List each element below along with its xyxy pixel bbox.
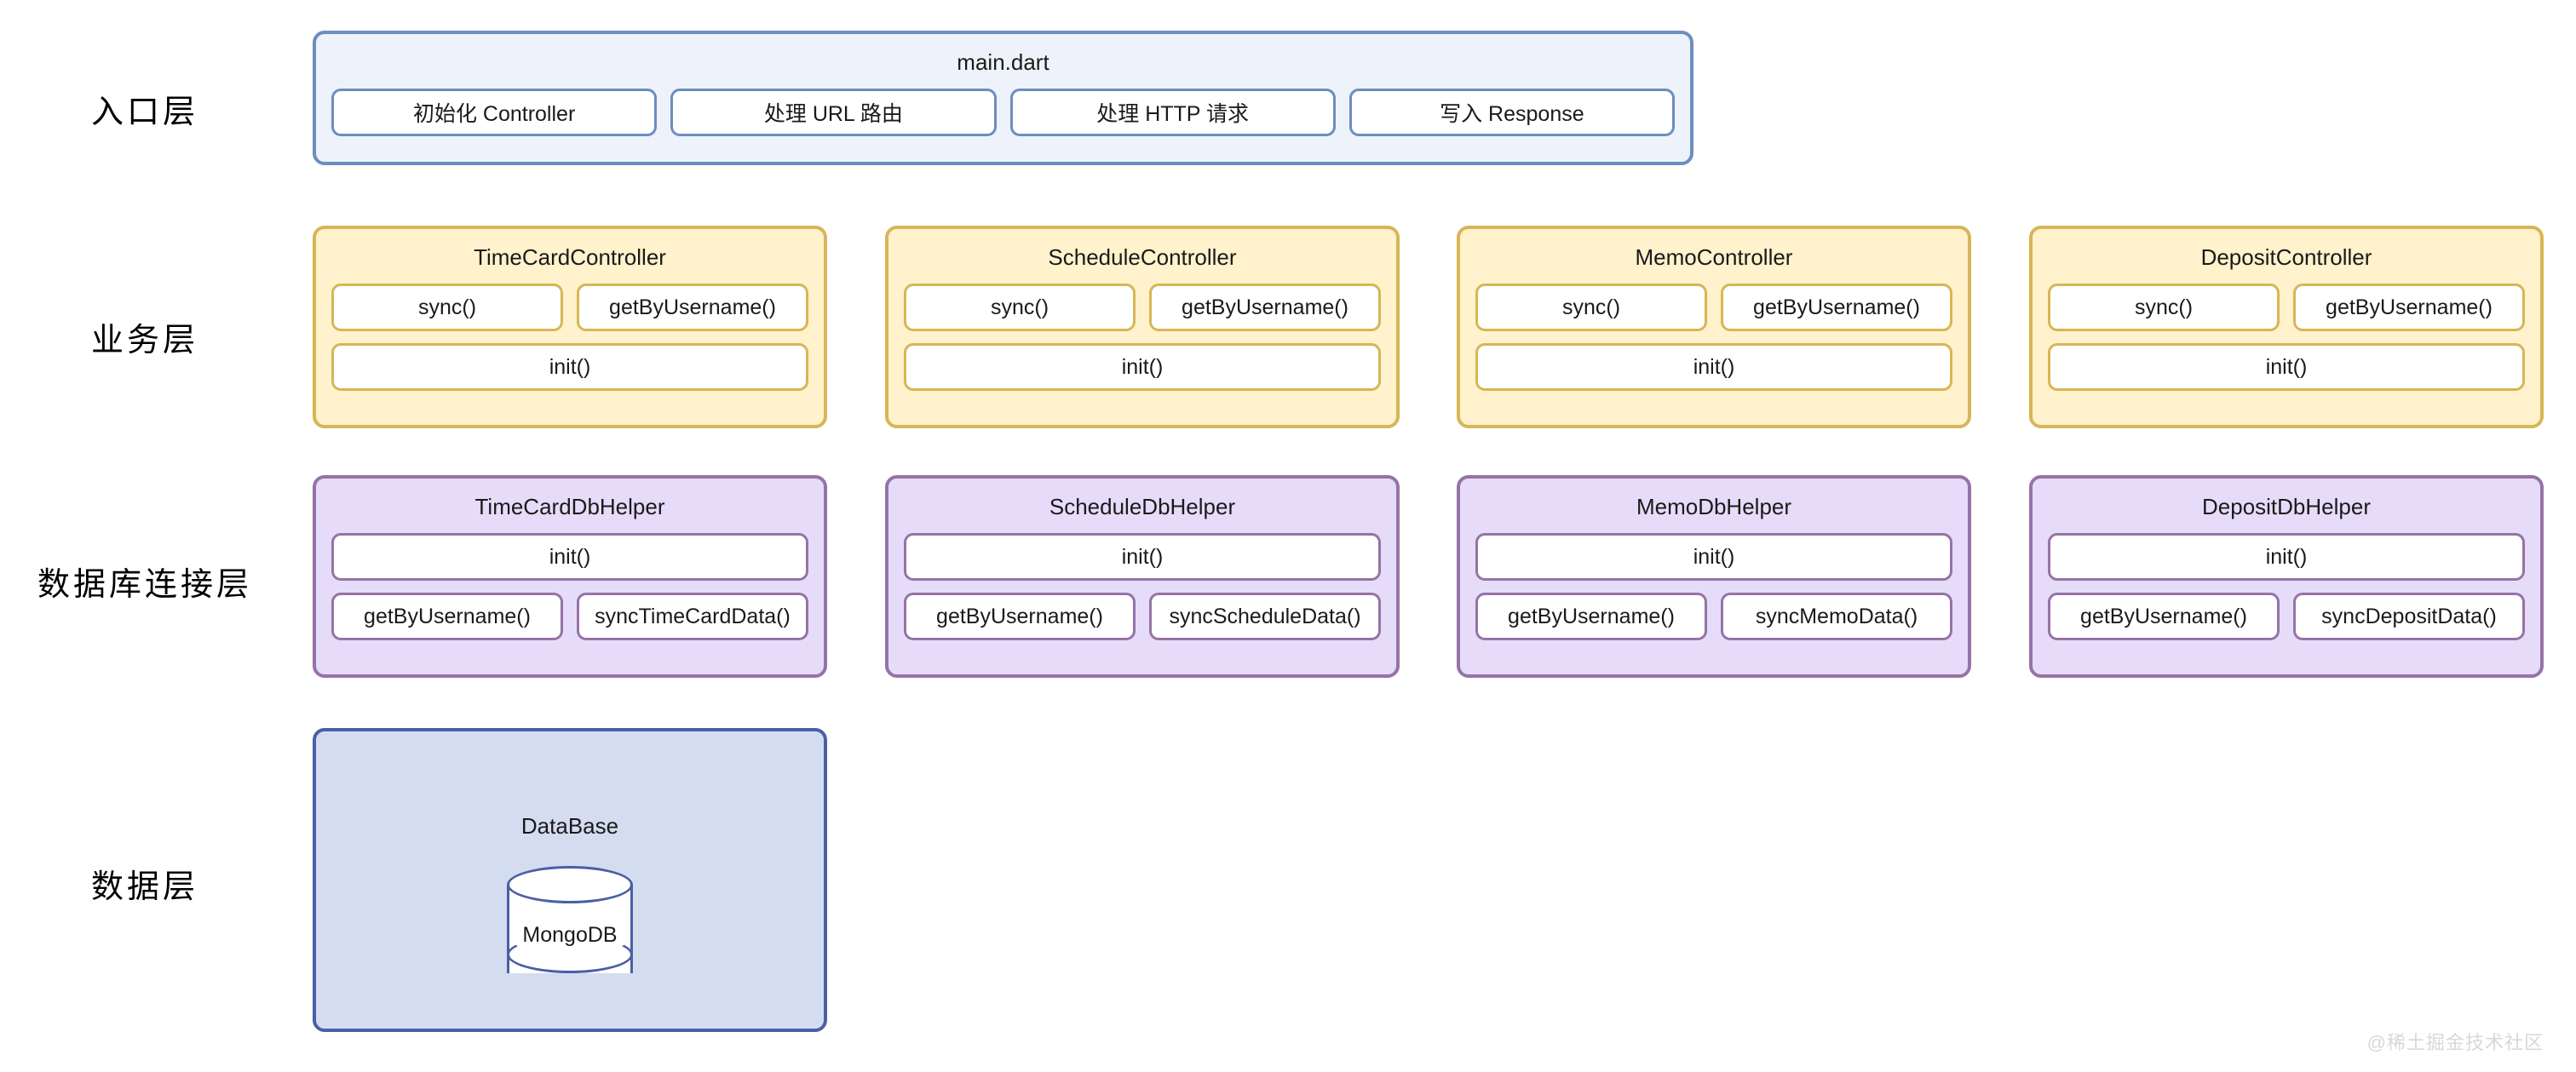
controller-row1-timecard: sync() getByUsername() bbox=[316, 284, 824, 331]
dbhelper-method-init-timecard[interactable]: init() bbox=[331, 533, 808, 581]
dbhelper-method-init-deposit[interactable]: init() bbox=[2048, 533, 2525, 581]
controller-title-schedule: ScheduleController bbox=[1048, 244, 1237, 270]
dbhelper-row2-schedule: getByUsername() syncScheduleData() bbox=[888, 593, 1396, 640]
layer-label-db-connection: 数据库连接层 bbox=[37, 567, 252, 603]
dbhelper-row1-memo: init() bbox=[1460, 533, 1968, 581]
mongodb-label: MongoDB bbox=[522, 922, 618, 947]
dbhelper-method-getbyusername-memo[interactable]: getByUsername() bbox=[1475, 593, 1707, 640]
controller-method-init-deposit[interactable]: init() bbox=[2048, 343, 2525, 391]
dbhelper-row1-schedule: init() bbox=[888, 533, 1396, 581]
entry-item-init-controller[interactable]: 初始化 Controller bbox=[331, 89, 658, 136]
dbhelper-method-init-memo[interactable]: init() bbox=[1475, 533, 1952, 581]
dbhelper-method-getbyusername-schedule[interactable]: getByUsername() bbox=[904, 593, 1136, 640]
controller-method-init-schedule[interactable]: init() bbox=[904, 343, 1381, 391]
entry-item-write-response[interactable]: 写入 Response bbox=[1348, 89, 1675, 136]
controller-row2-deposit: init() bbox=[2033, 343, 2540, 391]
controller-method-sync-memo[interactable]: sync() bbox=[1475, 284, 1707, 331]
dbhelper-card-timecard: TimeCardDbHelper init() getByUsername() … bbox=[313, 475, 827, 678]
dbhelper-card-schedule: ScheduleDbHelper init() getByUsername() … bbox=[885, 475, 1400, 678]
controller-method-getbyusername-deposit[interactable]: getByUsername() bbox=[2293, 284, 2525, 331]
layer-label-entry: 入口层 bbox=[90, 95, 198, 130]
dbhelper-method-syncscheduledata[interactable]: syncScheduleData() bbox=[1149, 593, 1381, 640]
controller-title-timecard: TimeCardController bbox=[474, 244, 666, 270]
dbhelper-card-memo: MemoDbHelper init() getByUsername() sync… bbox=[1457, 475, 1971, 678]
dbhelper-method-getbyusername-timecard[interactable]: getByUsername() bbox=[331, 593, 563, 640]
cylinder-top-ellipse bbox=[507, 866, 633, 903]
entry-box-title: main.dart bbox=[957, 49, 1049, 75]
dbhelper-method-synctimecarddata[interactable]: syncTimeCardData() bbox=[577, 593, 808, 640]
controller-row1-schedule: sync() getByUsername() bbox=[888, 284, 1396, 331]
dbhelper-row2-timecard: getByUsername() syncTimeCardData() bbox=[316, 593, 824, 640]
dbhelper-method-getbyusername-deposit[interactable]: getByUsername() bbox=[2048, 593, 2280, 640]
controller-row1-deposit: sync() getByUsername() bbox=[2033, 284, 2540, 331]
dbhelper-method-init-schedule[interactable]: init() bbox=[904, 533, 1381, 581]
controller-method-init-memo[interactable]: init() bbox=[1475, 343, 1952, 391]
dbhelper-title-deposit: DepositDbHelper bbox=[2202, 494, 2371, 519]
controller-method-init-timecard[interactable]: init() bbox=[331, 343, 808, 391]
controller-row2-schedule: init() bbox=[888, 343, 1396, 391]
entry-item-http-request[interactable]: 处理 HTTP 请求 bbox=[1009, 89, 1336, 136]
controller-row2-memo: init() bbox=[1460, 343, 1968, 391]
entry-box-items: 初始化 Controller 处理 URL 路由 处理 HTTP 请求 写入 R… bbox=[316, 89, 1690, 136]
controller-row2-timecard: init() bbox=[316, 343, 824, 391]
dbhelper-row2-memo: getByUsername() syncMemoData() bbox=[1460, 593, 1968, 640]
dbhelper-row2-deposit: getByUsername() syncDepositData() bbox=[2033, 593, 2540, 640]
dbhelper-card-deposit: DepositDbHelper init() getByUsername() s… bbox=[2029, 475, 2544, 678]
mongodb-cylinder-icon: MongoDB bbox=[507, 866, 633, 992]
controller-card-timecard: TimeCardController sync() getByUsername(… bbox=[313, 226, 827, 428]
data-layer-database-box: DataBase MongoDB bbox=[313, 728, 827, 1032]
controller-method-getbyusername-memo[interactable]: getByUsername() bbox=[1721, 284, 1952, 331]
controller-card-memo: MemoController sync() getByUsername() in… bbox=[1457, 226, 1971, 428]
controller-card-schedule: ScheduleController sync() getByUsername(… bbox=[885, 226, 1400, 428]
controller-title-memo: MemoController bbox=[1635, 244, 1793, 270]
watermark: @稀土掘金技术社区 bbox=[2366, 1032, 2544, 1053]
entry-layer-main-dart-box: main.dart 初始化 Controller 处理 URL 路由 处理 HT… bbox=[313, 31, 1693, 165]
controller-method-sync-schedule[interactable]: sync() bbox=[904, 284, 1136, 331]
controller-title-deposit: DepositController bbox=[2200, 244, 2372, 270]
entry-item-url-routing[interactable]: 处理 URL 路由 bbox=[670, 89, 997, 136]
dbhelper-method-syncdepositdata[interactable]: syncDepositData() bbox=[2293, 593, 2525, 640]
layer-label-data: 数据层 bbox=[90, 869, 198, 905]
dbhelper-title-memo: MemoDbHelper bbox=[1636, 494, 1792, 519]
dbhelper-method-syncmemodata[interactable]: syncMemoData() bbox=[1721, 593, 1952, 640]
controller-method-getbyusername-timecard[interactable]: getByUsername() bbox=[577, 284, 808, 331]
data-layer-title: DataBase bbox=[520, 813, 619, 839]
cylinder-bottom-ellipse bbox=[507, 936, 633, 973]
layer-label-business: 业务层 bbox=[90, 323, 198, 358]
dbhelper-title-schedule: ScheduleDbHelper bbox=[1049, 494, 1236, 519]
dbhelper-row1-deposit: init() bbox=[2033, 533, 2540, 581]
controller-method-sync-deposit[interactable]: sync() bbox=[2048, 284, 2280, 331]
controller-method-sync-timecard[interactable]: sync() bbox=[331, 284, 563, 331]
dbhelper-row1-timecard: init() bbox=[316, 533, 824, 581]
controller-method-getbyusername-schedule[interactable]: getByUsername() bbox=[1149, 284, 1381, 331]
controller-card-deposit: DepositController sync() getByUsername()… bbox=[2029, 226, 2544, 428]
controller-row1-memo: sync() getByUsername() bbox=[1460, 284, 1968, 331]
dbhelper-title-timecard: TimeCardDbHelper bbox=[474, 494, 665, 519]
